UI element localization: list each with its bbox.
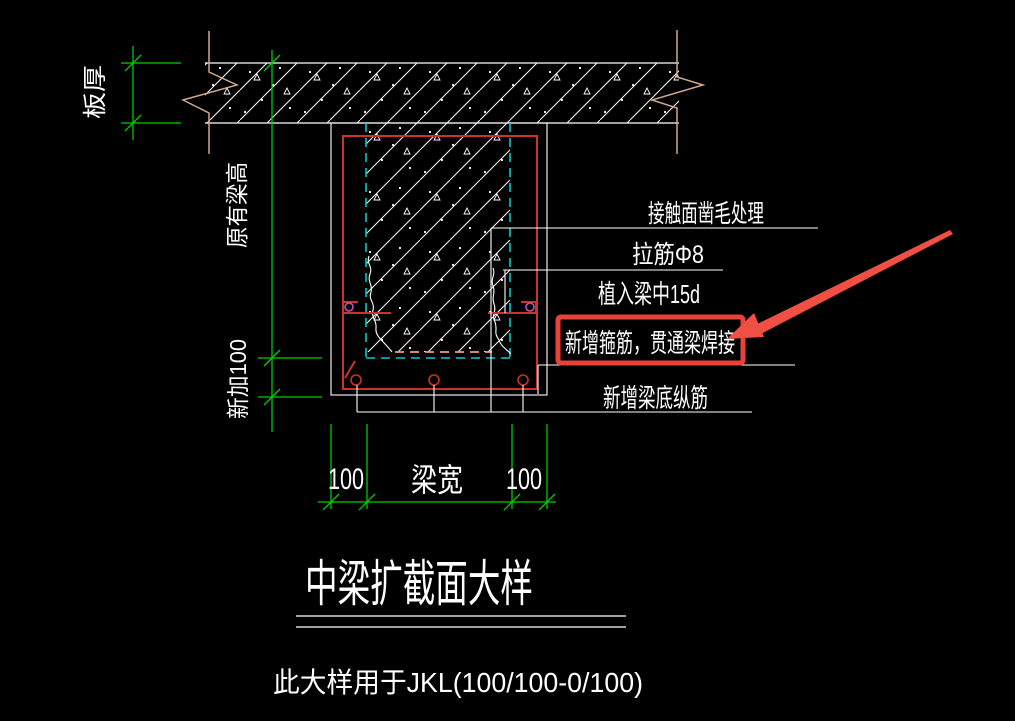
- drawing-text: 接触面凿毛处理 拉筋Φ8 植入梁中15d 新增箍筋，贯通梁焊接 新增梁底纵筋 1…: [82, 65, 764, 698]
- dim-text-beam-width: 梁宽: [411, 462, 463, 498]
- dimension-slab-thickness: [121, 46, 181, 140]
- dim-text-100-right: 100: [506, 463, 542, 496]
- bottom-bar-left: [350, 374, 362, 386]
- break-line-right-icon: [649, 30, 706, 154]
- dim-text-added-100: 新加100: [225, 339, 251, 419]
- break-line-left-icon: [180, 31, 240, 154]
- roughened-surface-left: [367, 255, 393, 353]
- new-section-outline: [330, 122, 548, 396]
- annotation-new-bottom-bars: 新增梁底纵筋: [603, 383, 708, 413]
- dim-text-original-beam-height: 原有梁高: [224, 162, 250, 248]
- slab-concrete-hatch: [205, 63, 679, 123]
- dimension-beam-width: [318, 424, 556, 511]
- drawing-note: 此大样用于JKL(100/100-0/100): [273, 667, 643, 698]
- drawing-title: 中梁扩截面大样: [305, 556, 533, 612]
- bottom-bar-right: [517, 374, 529, 386]
- markup-arrow-shaft: [751, 230, 953, 336]
- annotation-contact-surface: 接触面凿毛处理: [648, 200, 764, 228]
- dimension-beam-height: [258, 50, 322, 432]
- markup-arrow-head-icon: [727, 313, 764, 339]
- tie-anchor-right: [525, 302, 535, 312]
- tie-bar-left: [342, 301, 391, 314]
- tie-bar-right: [488, 301, 537, 314]
- new-stirrup: [342, 135, 538, 390]
- annotation-tie-bar: 拉筋Φ8: [632, 241, 704, 269]
- original-beam-concrete-hatch: [366, 123, 510, 352]
- annotation-new-stirrup: 新增箍筋，贯通梁焊接: [565, 328, 735, 358]
- markup-annotations: [555, 230, 953, 366]
- highlight-box: [555, 314, 746, 366]
- tie-anchor-left: [344, 302, 354, 312]
- stirrup-hook: [344, 360, 356, 379]
- beam-section: [330, 122, 548, 396]
- annotation-embed-depth: 植入梁中15d: [598, 279, 700, 309]
- bottom-bar-middle: [428, 374, 440, 386]
- dim-text-slab-thickness: 板厚: [82, 65, 109, 119]
- dim-text-100-left: 100: [328, 463, 364, 496]
